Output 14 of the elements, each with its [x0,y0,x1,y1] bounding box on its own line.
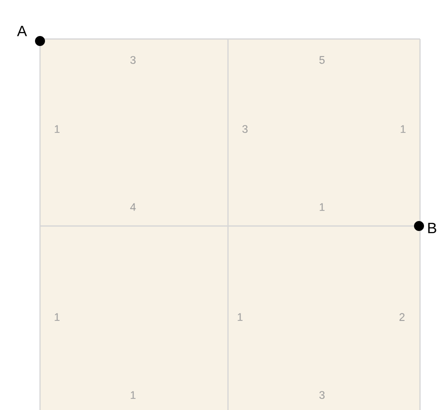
weight-label: 5 [319,56,325,64]
weight-label: 2 [400,313,405,321]
weight-label: 3 [242,125,248,133]
weight-label: 1 [320,203,325,211]
weight-label: 1 [54,125,60,133]
weight-label: 3 [319,391,325,399]
weight-label: 1 [54,313,60,321]
weight-label: 3 [130,56,136,64]
weight-label: 1 [400,125,406,133]
weight-label: 4 [130,203,136,211]
point-label: A [17,26,27,36]
point-label: B [428,222,436,234]
weight-label: 1 [238,313,243,321]
weight-label: 1 [130,391,136,399]
